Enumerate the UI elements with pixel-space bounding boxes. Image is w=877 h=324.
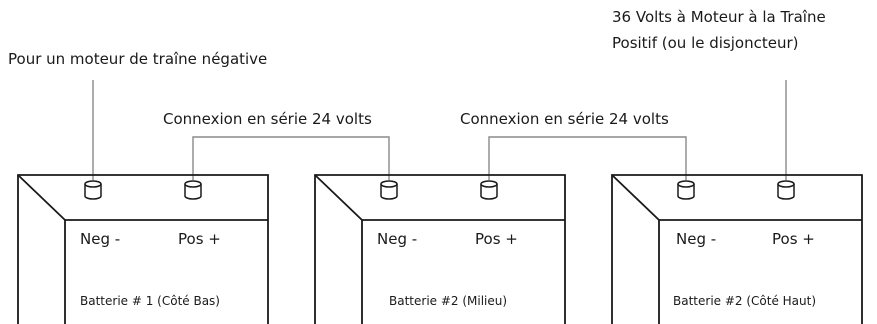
battery-2-neg-label: Neg - xyxy=(377,230,417,248)
battery-1-pos-terminal xyxy=(184,180,202,200)
battery-3-pos-label: Pos + xyxy=(772,230,815,248)
battery-3-front-edge xyxy=(611,174,660,324)
battery-3-neg-label: Neg - xyxy=(676,230,716,248)
series-connection-label-1: Connexion en série 24 volts xyxy=(163,110,372,128)
battery-2-pos-label: Pos + xyxy=(475,230,518,248)
battery-2-front-edge xyxy=(314,174,363,324)
negative-lead-label: Pour un moteur de traîne négative xyxy=(8,50,267,68)
battery-1: Neg - Pos + Batterie # 1 (Côté Bas) xyxy=(17,174,269,324)
battery-3-pos-terminal xyxy=(777,180,795,200)
series-wire-1 xyxy=(192,136,390,180)
battery-1-pos-label: Pos + xyxy=(178,230,221,248)
battery-3-side xyxy=(611,174,863,324)
positive-lead-label-line2: Positif (ou le disjoncteur) xyxy=(612,34,798,52)
battery-3-neg-terminal xyxy=(677,180,695,200)
battery-1-front-edge xyxy=(17,174,66,324)
battery-1-name: Batterie # 1 (Côté Bas) xyxy=(80,294,220,308)
battery-1-neg-terminal xyxy=(84,180,102,200)
battery-2-neg-terminal xyxy=(380,180,398,200)
series-connection-label-2: Connexion en série 24 volts xyxy=(460,110,669,128)
battery-2-pos-terminal xyxy=(480,180,498,200)
series-wire-2 xyxy=(488,136,687,180)
battery-3-name: Batterie #2 (Côté Haut) xyxy=(673,294,816,308)
battery-1-side xyxy=(17,174,269,324)
battery-1-neg-label: Neg - xyxy=(80,230,120,248)
battery-2-name: Batterie #2 (Milieu) xyxy=(389,294,507,308)
battery-2: Neg - Pos + Batterie #2 (Milieu) xyxy=(314,174,566,324)
battery-3: Neg - Pos + Batterie #2 (Côté Haut) xyxy=(611,174,863,324)
battery-2-side xyxy=(314,174,566,324)
positive-lead-label-line1: 36 Volts à Moteur à la Traîne xyxy=(612,8,826,26)
